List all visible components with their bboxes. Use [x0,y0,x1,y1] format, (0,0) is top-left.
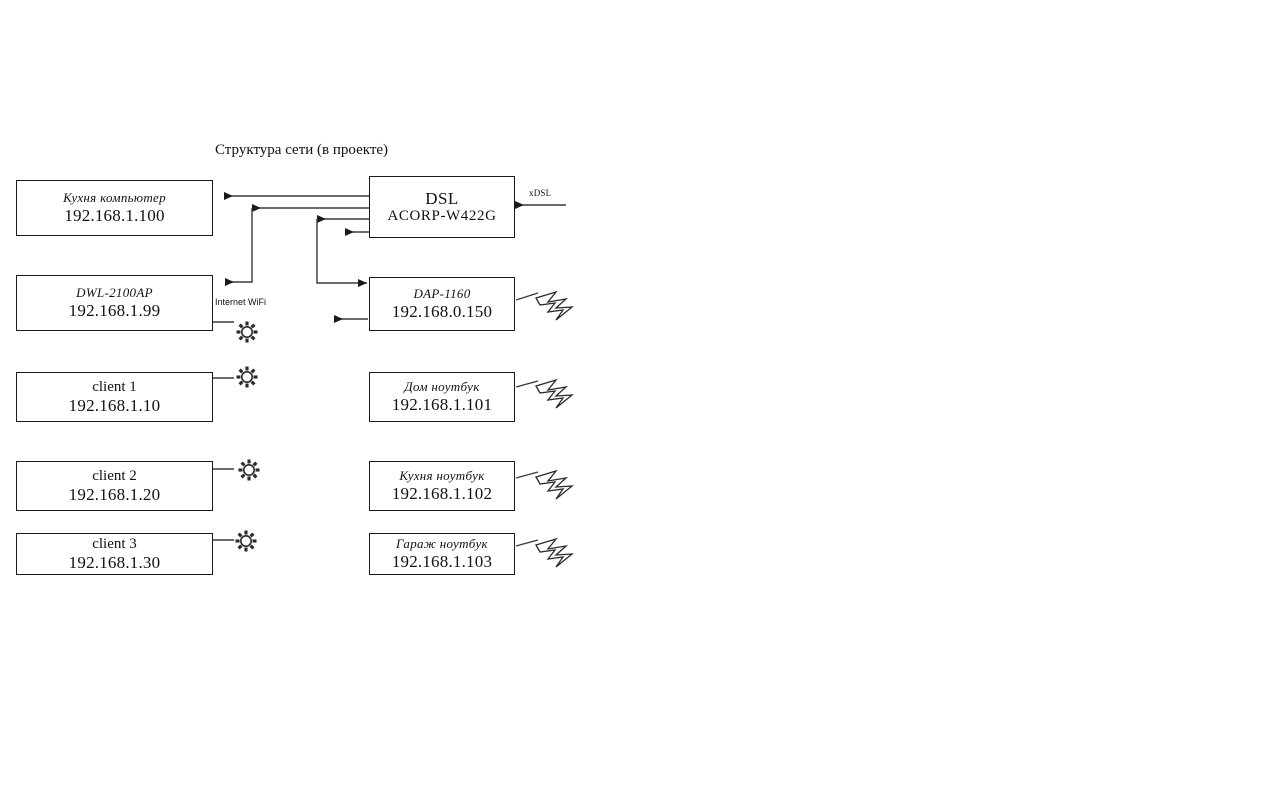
node-client-2-name: client 2 [92,468,137,485]
node-client-1[interactable]: client 1 192.168.1.10 [16,372,213,422]
lightning-bolt-icon-garage-laptop [535,537,574,568]
node-garage-laptop[interactable]: Гараж ноутбук 192.168.1.103 [369,533,515,575]
wifi-starburst-icon-client-2 [238,459,260,481]
wifi-starburst-icon-dwl-2100ap [236,321,258,343]
node-kitchen-pc-ip: 192.168.1.100 [64,205,165,225]
node-kitchen-laptop-ip: 192.168.1.102 [391,483,493,503]
node-dsl-router-name: DSL [425,189,459,209]
stub-dap-1160-antenna [515,292,539,301]
node-client-2[interactable]: client 2 192.168.1.20 [16,461,213,511]
node-kitchen-laptop[interactable]: Кухня ноутбук 192.168.1.102 [369,461,515,511]
edge-dsl-to-dwl-2100ap [225,208,253,286]
lightning-bolt-icon-home-laptop [535,378,574,409]
edge-dsl-to-dap-1160 [316,219,367,287]
node-dwl-2100ap-name: DWL-2100AP [76,285,153,301]
node-home-laptop-ip: 192.168.1.101 [391,394,493,414]
node-home-laptop[interactable]: Дом ноутбук 192.168.1.101 [369,372,515,422]
node-dap-1160[interactable]: DAP-1160 192.168.0.150 [369,277,515,331]
node-dwl-2100ap[interactable]: DWL-2100AP 192.168.1.99 [16,275,213,331]
node-home-laptop-name: Дом ноутбук [404,379,480,395]
node-dwl-2100ap-ip: 192.168.1.99 [68,300,161,320]
stub-kitchen-laptop-antenna [515,471,539,479]
node-dsl-router-model: ACORP-W422G [387,208,497,225]
lightning-bolt-icon-kitchen-laptop [535,469,574,500]
edge-label-xdsl: xDSL [529,188,552,198]
stub-home-laptop-antenna [515,380,539,388]
node-dap-1160-ip: 192.168.0.150 [391,301,493,321]
node-kitchen-pc[interactable]: Кухня компьютер 192.168.1.100 [16,180,213,236]
node-kitchen-pc-name: Кухня компьютер [63,190,166,206]
node-kitchen-laptop-name: Кухня ноутбук [399,468,485,484]
node-client-3[interactable]: client 3 192.168.1.30 [16,533,213,575]
node-client-2-ip: 192.168.1.20 [68,484,161,504]
wifi-icon-group [235,321,260,552]
node-client-3-ip: 192.168.1.30 [68,552,161,572]
node-client-1-name: client 1 [92,379,137,396]
node-dap-1160-name: DAP-1160 [413,286,471,302]
node-dsl-router[interactable]: DSL ACORP-W422G [369,176,515,238]
node-client-1-ip: 192.168.1.10 [68,395,161,415]
diagram-title: Структура сети (в проекте) [215,142,389,158]
lightning-bolt-icon-dap-1160 [535,290,574,321]
wifi-starburst-icon-client-1 [236,366,258,388]
stub-garage-laptop-antenna [515,539,539,547]
edge-label-internet-wifi: Internet WiFi [215,297,267,307]
wifi-starburst-icon-client-3 [235,530,257,552]
node-client-3-name: client 3 [92,536,137,553]
node-garage-laptop-name: Гараж ноутбук [396,536,488,552]
node-garage-laptop-ip: 192.168.1.103 [391,551,493,571]
